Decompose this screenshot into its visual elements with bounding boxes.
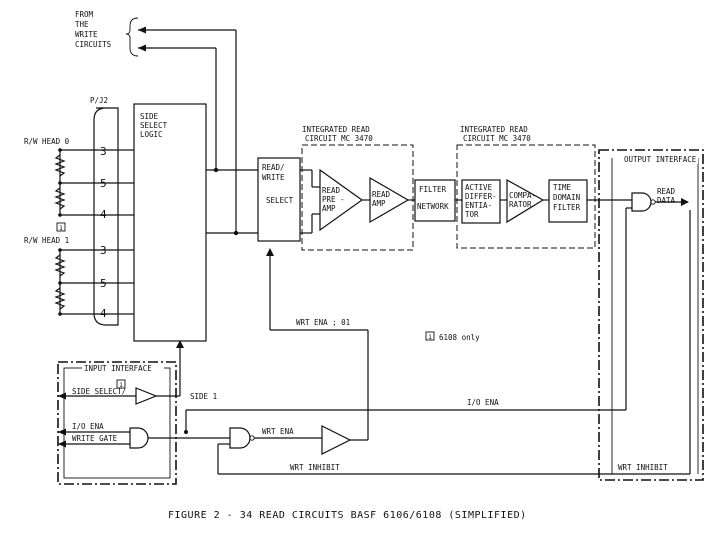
- preamp-line-3: AMP: [322, 204, 336, 213]
- head-0-coil: [54, 148, 118, 217]
- tdf-line-3: FILTER: [553, 203, 581, 212]
- marker-box-head1: [56, 222, 66, 232]
- side-select-logic-line-2: SELECT: [140, 121, 168, 130]
- comparator-line-2: RATOR: [509, 200, 532, 209]
- input-and-gate: [129, 427, 149, 449]
- diff-line-4: TOR: [465, 210, 479, 219]
- time-domain-filter-block: [548, 179, 588, 223]
- from-write-line-3: WRITE: [75, 30, 98, 39]
- diff-line-1: ACTIVE: [465, 183, 493, 192]
- io-ena-in-label: I/O ENA: [72, 422, 104, 431]
- side-select-label: SIDE SELECT/: [72, 387, 126, 396]
- output-nand-gate: [631, 192, 652, 212]
- input-interface-outline: [57, 361, 177, 485]
- io-ena-in-arrow: [58, 428, 66, 436]
- preamp-line-1: READ: [322, 186, 341, 195]
- read-amp-line-1: READ: [372, 190, 391, 199]
- curly-brace: [125, 17, 139, 57]
- junction-top: [213, 167, 219, 173]
- write-arrow-top: [138, 26, 146, 34]
- pj2-connector: [93, 107, 119, 326]
- wrt-ena-nand-gate: [229, 427, 251, 449]
- filter-line-2: NETWORK: [417, 202, 449, 211]
- output-interface-outline: [598, 149, 704, 481]
- io-ena-junction: [184, 430, 188, 434]
- side-select-logic-line-1: SIDE: [140, 112, 159, 121]
- from-write-line-4: CIRCUITS: [75, 40, 112, 49]
- read-data-line-2: DATA: [657, 196, 676, 205]
- read-amp-triangle: [369, 176, 410, 224]
- figure-caption: FIGURE 2 - 34 READ CIRCUITS BASF 6106/61…: [168, 510, 527, 521]
- side-select-logic-block: [133, 103, 207, 342]
- filter-line-1: FILTER: [419, 185, 447, 194]
- note-marker: 1: [428, 333, 432, 341]
- junction-bottom: [233, 230, 239, 236]
- comparator-triangle: [506, 178, 545, 224]
- wrt-inhibit-out-label: WRT INHIBIT: [618, 463, 668, 472]
- rw-select-line-2: WRITE: [262, 173, 285, 182]
- wrt-inhibit-line-label: WRT INHIBIT: [290, 463, 340, 472]
- output-interface-label-bg: [622, 154, 698, 164]
- side-select-arrow: [58, 392, 66, 400]
- diff-line-3: ENTIA-: [465, 201, 492, 210]
- from-write-line-2: THE: [75, 20, 89, 29]
- wrt-ena-label: WRT ENA: [262, 427, 294, 436]
- from-write-line-1: FROM: [75, 10, 94, 19]
- ic2-title-line-2: CIRCUIT MC 3470: [463, 134, 531, 143]
- ic1-title-line-2: CIRCUIT MC 3470: [305, 134, 373, 143]
- side1-label: SIDE 1: [190, 392, 217, 401]
- input-interface-label-bg: [82, 363, 164, 373]
- tdf-line-2: DOMAIN: [553, 193, 580, 202]
- note-marker-box: [425, 331, 435, 341]
- rw-select-line-1: READ/: [262, 163, 285, 172]
- marker-1-head1: 1: [59, 224, 63, 232]
- side-select-logic-line-3: LOGIC: [140, 130, 163, 139]
- rw-head-0-label: R/W HEAD 0: [24, 137, 70, 146]
- preamp-line-2: PRE -: [322, 195, 345, 204]
- io-ena-line-label: I/O ENA: [467, 398, 499, 407]
- tdf-line-1: TIME: [553, 183, 572, 192]
- read-data-line-1: READ: [657, 187, 676, 196]
- wrt-ena-buffer: [321, 425, 352, 455]
- write-gate-arrow: [58, 440, 66, 448]
- from-write-circuits-label: FROM THE WRITE CIRCUITS: [75, 10, 139, 57]
- side-select-marker: 1: [119, 381, 123, 389]
- write-arrow-bottom: [138, 44, 146, 52]
- diff-line-2: DIFFER-: [465, 192, 497, 201]
- rw-head-1-label: R/W HEAD 1: [24, 236, 69, 245]
- side-select-buffer: [135, 387, 158, 405]
- ic2-title-line-1: INTEGRATED READ: [460, 125, 528, 134]
- read-preamp-triangle: [319, 168, 364, 232]
- pj2-label: P/J2: [90, 96, 108, 105]
- rw-select-line-3: SELECT: [266, 196, 294, 205]
- comparator-line-1: COMPA-: [509, 191, 536, 200]
- side-select-marker-box: [116, 379, 126, 389]
- ic1-dashed-outline: [301, 144, 414, 251]
- ic2-dashed-outline: [456, 144, 596, 249]
- output-interface-label: OUTPUT INTERFACE: [624, 155, 697, 164]
- note-6108-only: 6108 only: [439, 333, 480, 342]
- input-interface-label: INPUT INTERFACE: [84, 364, 152, 373]
- read-amp-line-2: AMP: [372, 199, 386, 208]
- head-1-coil: [54, 248, 118, 316]
- wrt-ena-01-label: WRT ENA ; 01: [296, 318, 350, 327]
- pin-3-head0: 3: [100, 145, 107, 158]
- write-gate-label: WRITE GATE: [72, 434, 118, 443]
- active-differentiator-block: [461, 179, 501, 224]
- read-write-select-block: [257, 157, 301, 242]
- ic1-title-line-1: INTEGRATED READ: [302, 125, 370, 134]
